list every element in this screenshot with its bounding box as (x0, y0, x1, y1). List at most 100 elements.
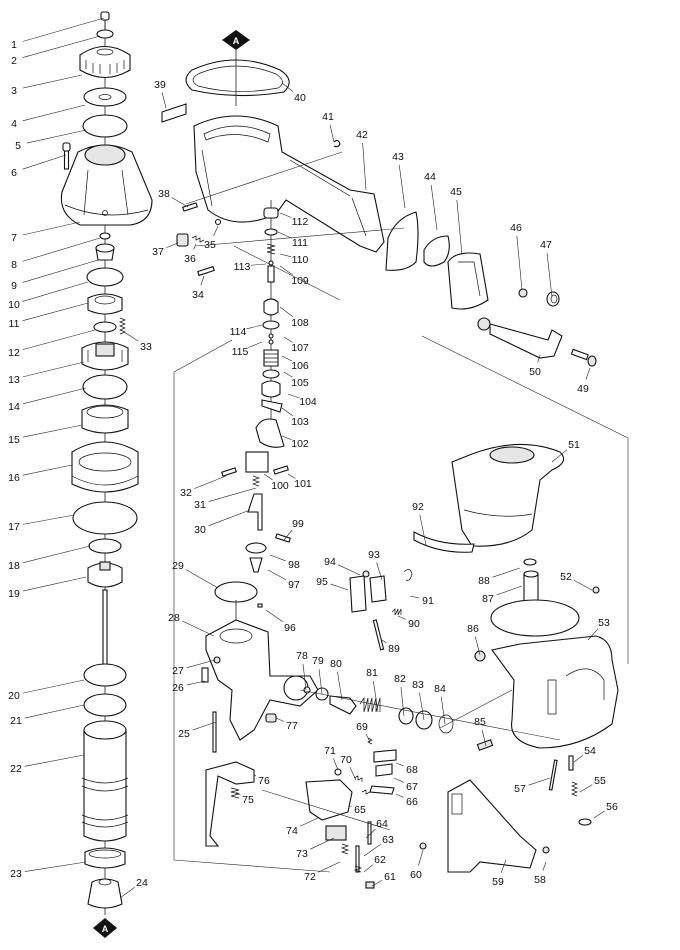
part-101-pin (273, 465, 289, 475)
leader-line-94 (338, 564, 361, 576)
leader-line-106 (281, 355, 293, 362)
part-label-38: 38 (158, 188, 170, 200)
leader-line-38 (171, 197, 189, 208)
leader-line-98 (269, 554, 286, 562)
leader-line-22 (24, 754, 85, 767)
part-label-29: 29 (172, 560, 184, 572)
leader-line-75 (235, 791, 241, 795)
part-45-end-cap (447, 252, 489, 310)
part-label-63: 63 (382, 834, 394, 846)
leader-line-81 (373, 680, 379, 713)
part-label-8: 8 (11, 259, 17, 271)
part-21-o-ring (83, 693, 127, 717)
part-90-spring (391, 608, 402, 616)
part-61-bolt (365, 881, 375, 889)
part-63-pin (355, 845, 360, 873)
leader-line-84 (440, 696, 446, 725)
part-label-91: 91 (422, 595, 434, 607)
leader-line-57 (528, 777, 551, 786)
part-104-sleeve (261, 380, 281, 398)
part-58-pin (542, 846, 550, 854)
part-label-93: 93 (368, 549, 380, 561)
leader-line-27 (186, 659, 216, 668)
part-label-54: 54 (584, 745, 596, 757)
left-column-assembly (60, 11, 153, 915)
part-85-bolt (476, 739, 494, 751)
part-100-trigger (245, 451, 269, 473)
leader-line-16 (22, 464, 73, 476)
part-111-o-ring (264, 228, 278, 236)
leader-line-24 (119, 887, 135, 899)
part-label-82: 82 (394, 673, 406, 685)
part-label-102: 102 (291, 438, 309, 450)
leader-line-35 (213, 225, 219, 236)
part-label-109: 109 (291, 275, 309, 287)
leader-line-79 (318, 668, 323, 695)
part-112-plug (263, 207, 279, 219)
part-92-strip (413, 531, 475, 553)
leader-line-102 (281, 435, 292, 441)
svg-text:A: A (102, 924, 109, 934)
part-label-24: 24 (136, 877, 148, 889)
leader-line-113 (250, 263, 267, 266)
leader-line-80 (337, 671, 343, 701)
part-label-6: 6 (11, 167, 17, 179)
part-label-106: 106 (291, 360, 309, 372)
part-24-bumper-cap (87, 878, 123, 909)
part-number-labels: 1234567891011121314151617181920212223242… (8, 39, 618, 889)
part-30-trigger-valve (247, 493, 263, 531)
leader-line-56 (593, 810, 605, 819)
part-49-bolt (570, 348, 589, 361)
part-37-button (176, 233, 189, 247)
part-28-driver-guide (205, 619, 319, 741)
part-46-nut (518, 288, 528, 298)
leader-line-32 (194, 475, 227, 489)
part-31-spring (251, 475, 261, 487)
part-66-lever (369, 785, 395, 795)
leader-line-91 (409, 595, 420, 599)
leader-line-110 (279, 253, 292, 258)
leader-line-112 (279, 212, 292, 218)
part-34-pin (197, 265, 215, 277)
part-magazine-disk (490, 599, 580, 637)
part-17-o-ring (72, 501, 138, 535)
part-label-37: 37 (152, 246, 164, 258)
part-74-bracket (305, 779, 353, 821)
leader-line-14 (22, 387, 87, 405)
leader-line-45 (456, 199, 463, 256)
leader-line-66 (395, 793, 404, 798)
leader-line-25 (192, 721, 217, 731)
leader-line-58 (542, 861, 547, 871)
part-52-nut (592, 586, 600, 594)
leader-line-17 (22, 514, 75, 525)
part-96-pin (257, 603, 263, 608)
leader-line-33 (123, 331, 139, 342)
driver-rod (102, 589, 108, 671)
part-label-7: 7 (11, 232, 17, 244)
part-54-sleeve (568, 755, 574, 771)
part-label-16: 16 (8, 472, 20, 484)
part-label-77: 77 (286, 720, 298, 732)
leader-line-86 (474, 636, 481, 656)
part-label-22: 22 (10, 763, 22, 775)
part-60-pin (419, 842, 427, 850)
part-56-plate (578, 818, 592, 826)
part-label-81: 81 (366, 667, 378, 679)
part-15-ring (81, 404, 129, 434)
leader-line-95 (330, 583, 349, 591)
part-2-washer (96, 29, 114, 39)
leader-line-100 (263, 473, 273, 481)
leader-line-19 (22, 576, 87, 592)
leader-line-43 (398, 164, 406, 209)
part-label-92: 92 (412, 501, 424, 513)
part-label-108: 108 (291, 317, 309, 329)
leader-line-96 (265, 609, 283, 623)
part-18-o-ring (88, 538, 122, 554)
leader-line-29 (185, 569, 219, 589)
part-label-97: 97 (288, 579, 300, 591)
leader-line-50 (537, 354, 541, 363)
part-label-95: 95 (316, 576, 328, 588)
part-label-114: 114 (230, 326, 247, 338)
leader-line-115 (248, 341, 263, 348)
leader-line-8 (22, 237, 101, 262)
